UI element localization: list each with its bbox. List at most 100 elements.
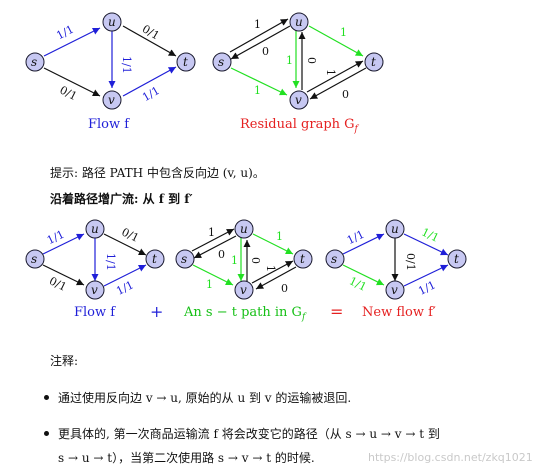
svg-text:s: s: [181, 252, 187, 266]
svg-text:v: v: [240, 283, 247, 297]
label-s-u-top: 1: [254, 18, 261, 31]
svg-text:u: u: [108, 15, 116, 29]
node-t: t: [145, 249, 165, 269]
edge-s-v: [42, 264, 85, 286]
svg-text:v: v: [108, 93, 115, 107]
label-s-v: 1: [254, 84, 261, 97]
node-t: t: [364, 52, 384, 72]
graph2-labels: 1 0 1 0 1 1 1 0: [254, 18, 349, 101]
node-u: u: [234, 219, 254, 239]
hint-text: 提示: 路径 PATH 中包含反向边 (v, u)。: [50, 166, 265, 180]
label-u-v-left: 1: [231, 254, 238, 267]
edge-t-v-bottom: [309, 67, 367, 100]
caption-flow-f-2: Flow f: [74, 305, 116, 320]
label-u-s-bottom: 0: [218, 248, 225, 261]
bullet-marker: [44, 395, 49, 400]
node-u: u: [289, 12, 309, 32]
equals-operator: =: [330, 302, 344, 321]
graph3-edges: [42, 233, 147, 287]
label-t-v-bottom: 0: [342, 88, 349, 101]
edge-u-t: [122, 25, 177, 57]
caption-flow-f: Flow f: [88, 117, 130, 132]
svg-text:t: t: [454, 252, 459, 266]
graph4-labels: 1 0 1 0 1 1 1 0: [206, 226, 288, 295]
edge-v-t: [103, 264, 147, 287]
svg-text:t: t: [152, 252, 157, 266]
edge-u-t: [308, 25, 364, 57]
augment-heading: 沿着路径增广流: 从 f 到 f′: [50, 192, 193, 206]
node-v: v: [289, 90, 309, 110]
label-s-v: 1: [206, 278, 213, 291]
label-v-t: 1/1: [114, 278, 136, 297]
edge-s-v: [230, 67, 288, 96]
svg-text:u: u: [295, 15, 303, 29]
edge-u-t: [252, 233, 294, 255]
edge-s-u: [342, 233, 385, 255]
node-v: v: [385, 280, 405, 300]
svg-text:v: v: [295, 93, 302, 107]
svg-text:u: u: [240, 222, 248, 236]
bullet-2-line-1: 更具体的, 第一次商品运输流 f 将会改变它的路径（从 s → u → v → …: [58, 427, 440, 441]
svg-text:t: t: [371, 55, 376, 69]
label-u-v: 0/1: [404, 253, 417, 271]
edge-v-t: [122, 66, 177, 97]
edge-s-v: [342, 264, 385, 286]
graph4-edges: [191, 228, 297, 290]
node-v: v: [102, 90, 122, 110]
watermark: https://blog.csdn.net/zkq1021: [368, 451, 533, 464]
node-s: s: [25, 249, 45, 269]
svg-text:s: s: [31, 55, 37, 69]
graph1-edges: [43, 25, 177, 97]
label-s-v: 0/1: [47, 274, 69, 293]
svg-text:t: t: [183, 55, 188, 69]
edge-u-s-bottom: [193, 235, 237, 259]
node-s: s: [25, 52, 45, 72]
node-t: t: [447, 249, 467, 269]
edge-s-u-top: [191, 228, 235, 252]
graph3-nodes: s u v t: [25, 219, 165, 300]
graph5-edges: [342, 233, 449, 287]
label-u-v: 1/1: [120, 56, 133, 74]
svg-text:s: s: [31, 252, 37, 266]
label-v-u-right: 0: [305, 57, 318, 64]
label-t-v-bottom: 0: [281, 282, 288, 295]
svg-text:s: s: [331, 252, 337, 266]
label-s-u-top: 1: [208, 226, 215, 239]
svg-text:s: s: [218, 55, 224, 69]
node-u: u: [85, 219, 105, 239]
node-v: v: [234, 280, 254, 300]
caption-st-path: An s − t path in Gf: [184, 305, 306, 323]
label-v-t: 1/1: [140, 84, 162, 104]
edge-s-u: [42, 233, 85, 255]
svg-text:u: u: [91, 222, 99, 236]
label-u-v: 1/1: [104, 253, 117, 271]
node-t: t: [293, 249, 313, 269]
node-u: u: [102, 12, 122, 32]
edge-u-s-bottom: [230, 25, 291, 60]
label-v-t-top: 1: [264, 265, 277, 272]
node-s: s: [325, 249, 345, 269]
bullet-marker: [44, 431, 49, 436]
edge-u-t: [403, 233, 449, 256]
label-v-t-top: 1: [324, 69, 337, 76]
node-s: s: [212, 52, 232, 72]
edge-t-v-bottom: [255, 266, 297, 290]
edge-s-u: [43, 27, 101, 57]
label-s-u: 1/1: [54, 23, 76, 43]
edge-s-v: [192, 264, 234, 286]
bullet-1: 通过使用反向边 v → u, 原始的从 u 到 v 的运输被退回.: [58, 391, 352, 405]
label-u-t: 0/1: [119, 226, 141, 245]
label-u-t: 1/1: [419, 226, 441, 245]
label-u-t: 0/1: [140, 22, 162, 42]
plus-operator: +: [150, 302, 164, 321]
label-u-v-left: 1: [286, 54, 293, 67]
svg-text:u: u: [391, 222, 399, 236]
label-v-u-right: 0: [249, 257, 262, 264]
edge-s-u-top: [229, 18, 289, 53]
edge-v-t: [403, 264, 449, 287]
node-t: t: [176, 52, 196, 72]
graph2-edges: [229, 18, 367, 100]
label-u-s-bottom: 0: [262, 45, 269, 58]
edge-u-t: [103, 233, 147, 256]
